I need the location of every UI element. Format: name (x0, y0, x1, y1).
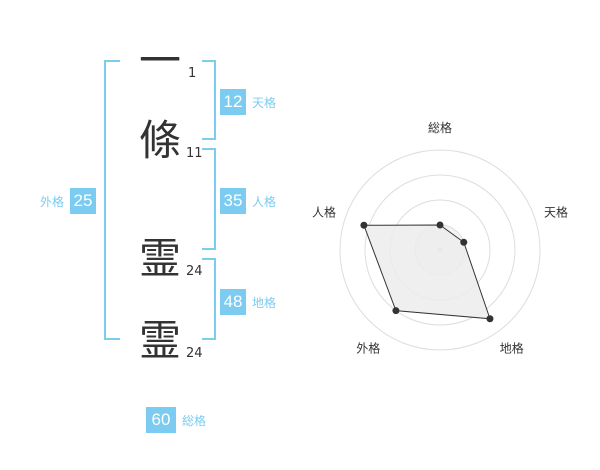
gaikaku-bracket (104, 60, 120, 340)
radar-point-5 (360, 221, 368, 229)
soukaku-value: 60 (146, 407, 176, 433)
radar-axis-label-3: 地格 (500, 341, 524, 356)
chikaku-bracket (202, 258, 216, 340)
radar-axis-label-1: 総格 (428, 120, 452, 135)
jinkaku-bracket (202, 148, 216, 250)
radar-polygon (363, 224, 491, 320)
radar-point-2 (460, 238, 468, 246)
tenkaku-value: 12 (220, 89, 246, 115)
radar-axis-label-2: 天格 (544, 204, 568, 219)
stroke-count-3: 24 (186, 264, 203, 279)
stroke-count-4: 24 (186, 346, 203, 361)
radar-ring-4 (339, 149, 541, 351)
radar-series (360, 221, 494, 323)
tenkaku-badge: 12 天格 (220, 89, 276, 115)
chikaku-value: 48 (220, 289, 246, 315)
name-char-3: 霊 (138, 234, 181, 283)
jinkaku-label: 人格 (252, 194, 277, 209)
name-char-1: 一 (138, 36, 181, 85)
radar-axis-label-5: 人格 (312, 204, 336, 219)
gaikaku-badge: 外格 25 (40, 188, 97, 214)
gaikaku-label: 外格 (40, 194, 65, 209)
tenkaku-bracket (202, 60, 216, 140)
radar-point-1 (436, 221, 444, 229)
stroke-count-1: 1 (188, 66, 197, 81)
stroke-count-2: 11 (186, 146, 203, 161)
chikaku-label: 地格 (252, 295, 277, 310)
chikaku-badge: 48 地格 (220, 289, 276, 315)
soukaku-label: 総格 (182, 413, 207, 428)
radar-point-3 (486, 315, 494, 323)
name-char-4: 霊 (138, 316, 181, 365)
radar-ring-3 (364, 174, 516, 326)
name-char-2: 條 (138, 116, 181, 165)
soukaku-badge: 60 総格 (146, 407, 206, 433)
radar-axis-label-4: 外格 (356, 341, 380, 356)
tenkaku-label: 天格 (252, 95, 277, 110)
jinkaku-badge: 35 人格 (220, 188, 276, 214)
jinkaku-value: 35 (220, 188, 246, 214)
gaikaku-value: 25 (70, 188, 97, 214)
radar-point-4 (392, 307, 400, 315)
